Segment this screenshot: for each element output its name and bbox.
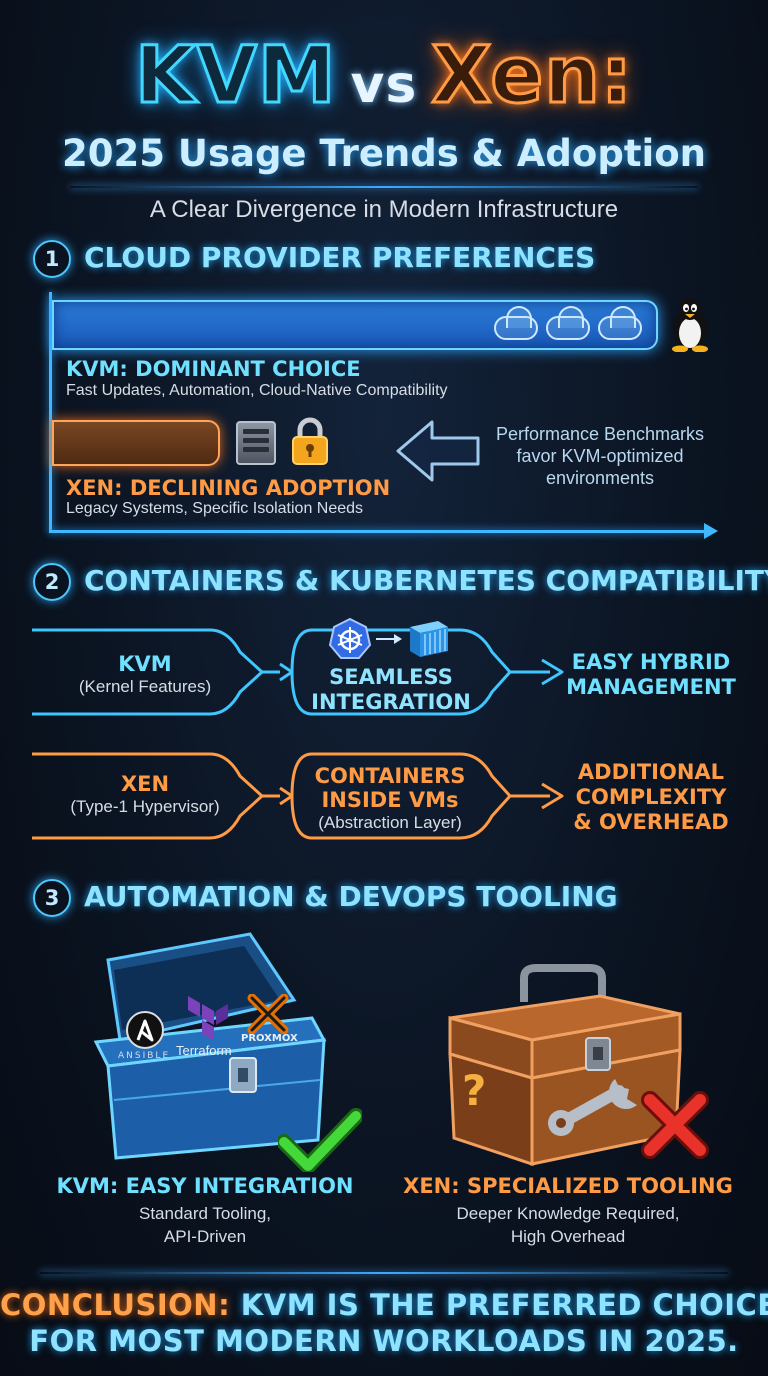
benchmark-note: Performance Benchmarks favor KVM-optimiz… [450, 423, 750, 489]
description-line: Standard Tooling, [138, 1204, 271, 1223]
kvm-adoption-bar [52, 300, 658, 350]
terraform-logo-text: Terraform [176, 1043, 232, 1058]
chart-axis-horizontal [49, 530, 709, 533]
left-arrow-icon [396, 420, 480, 482]
arrow-right-icon [376, 634, 402, 644]
terraform-logo-icon [188, 996, 228, 1041]
tagline: A Clear Divergence in Modern Infrastruct… [149, 196, 619, 223]
proxmox-logo-text: PROXMOX [241, 1033, 298, 1044]
question-mark-icon: ? [462, 1066, 487, 1115]
xen-preference-label: XEN: DECLINING ADOPTION [66, 476, 391, 500]
kvm-node-subtitle: (Kernel Features) [78, 677, 212, 696]
conclusion-line-2: FOR MOST MODERN WORKLOADS IN 2025. [29, 1324, 739, 1358]
seamless-integration-label: SEAMLESS INTEGRATION [296, 665, 486, 715]
xen-node-subtitle: (Type-1 Hypervisor) [70, 797, 220, 816]
benchmark-line: environments [545, 468, 655, 488]
section2-number: 2 [33, 563, 71, 601]
label-line: & OVERHEAD [573, 810, 729, 834]
section2-heading: CONTAINERS & KUBERNETES COMPATIBILITY [84, 564, 768, 597]
ansible-logo-text: ANSIBLE [118, 1051, 171, 1061]
cross-icon [641, 1091, 709, 1159]
section3-number: 3 [33, 879, 71, 917]
kvm-flow-diagram [32, 628, 564, 716]
proxmox-logo-icon [247, 994, 289, 1034]
description-line: API-Driven [163, 1227, 247, 1246]
conclusion-divider [40, 1272, 728, 1274]
server-icon [236, 421, 276, 465]
description-line: High Overhead [510, 1227, 626, 1246]
linux-penguin-icon [672, 298, 708, 352]
section1-heading: CLOUD PROVIDER PREFERENCES [84, 241, 596, 274]
containers-inside-vms-label: CONTAINERS INSIDE VMs [290, 764, 490, 812]
abstraction-layer-label: (Abstraction Layer) [318, 813, 462, 832]
title-vs: vs [350, 55, 418, 115]
toolbox-closed-icon [448, 964, 682, 1167]
conclusion-text: KVM IS THE PREFERRED CHOICE [240, 1288, 768, 1322]
toolbox-open-icon [93, 932, 327, 1160]
label-line: INTEGRATION [311, 690, 471, 714]
xen-adoption-bar [52, 420, 220, 466]
label-line: MANAGEMENT [566, 675, 736, 699]
xen-tooling-description: Deeper Knowledge Required, High Overhead [398, 1202, 738, 1248]
additional-complexity-label: ADDITIONAL COMPLEXITY & OVERHEAD [566, 760, 736, 835]
conclusion-line-1: CONCLUSION: KVM IS THE PREFERRED CHOICE [0, 1288, 768, 1322]
chart-axis-vertical [49, 292, 52, 532]
label-line: ADDITIONAL [577, 760, 725, 784]
section3-heading: AUTOMATION & DEVOPS TOOLING [84, 880, 618, 913]
checkmark-icon [278, 1108, 362, 1172]
kvm-node-title: KVM [118, 652, 172, 676]
label-line: SEAMLESS [329, 665, 453, 689]
xen-tooling-label: XEN: SPECIALIZED TOOLING [403, 1174, 733, 1198]
kvm-preference-label: KVM: DOMINANT CHOICE [66, 357, 361, 381]
label-line: INSIDE VMs [321, 788, 459, 812]
kvm-preference-description: Fast Updates, Automation, Cloud-Native C… [66, 382, 448, 399]
cloud-icon [598, 306, 642, 340]
kvm-tooling-description: Standard Tooling, API-Driven [40, 1202, 370, 1248]
kubernetes-icon [328, 617, 372, 659]
wrench-icon [548, 1079, 637, 1136]
section1-number: 1 [33, 240, 71, 278]
cloud-icon [494, 306, 538, 340]
label-line: EASY HYBRID [571, 650, 731, 674]
conclusion-lead: CONCLUSION: [0, 1288, 231, 1322]
xen-preference-description: Legacy Systems, Specific Isolation Needs [66, 500, 364, 517]
ansible-logo-icon [126, 1011, 164, 1049]
easy-hybrid-label: EASY HYBRID MANAGEMENT [566, 650, 736, 700]
axis-arrow-icon [704, 523, 718, 539]
cloud-icon [546, 306, 590, 340]
subtitle-divider [70, 186, 698, 188]
subtitle: 2025 Usage Trends & Adoption [62, 132, 706, 175]
description-line: Deeper Knowledge Required, [456, 1204, 680, 1223]
xen-node-title: XEN [120, 772, 170, 796]
title-kvm: KVM [134, 30, 337, 123]
label-line: CONTAINERS [314, 764, 466, 788]
label-line: COMPLEXITY [575, 785, 727, 809]
xen-flow-diagram [32, 752, 564, 840]
benchmark-line: favor KVM-optimized [516, 446, 684, 466]
benchmark-line: Performance Benchmarks [495, 424, 705, 444]
kvm-tooling-label: KVM: EASY INTEGRATION [56, 1174, 354, 1198]
container-icon [410, 621, 448, 657]
lock-icon [292, 417, 328, 465]
title-xen: Xen: [430, 30, 634, 123]
